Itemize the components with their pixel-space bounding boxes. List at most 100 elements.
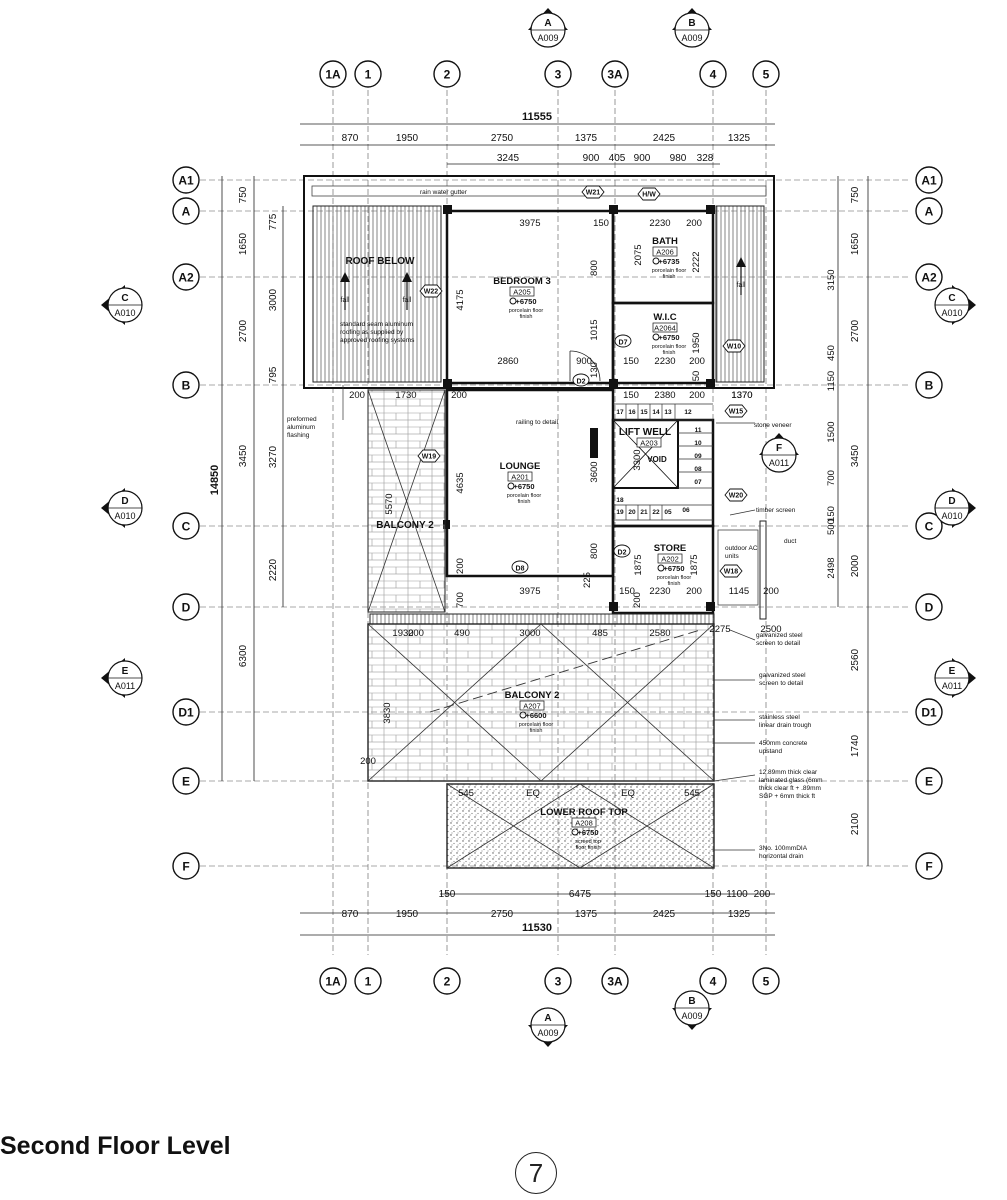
tag-d2-8: D2 bbox=[577, 379, 586, 386]
stair-step-21: 21 bbox=[640, 509, 648, 516]
dim-right1-7: 2100 bbox=[850, 812, 861, 835]
grid-row-d-left-circle bbox=[172, 593, 200, 621]
walls bbox=[445, 209, 715, 615]
drawing-title: Second Floor Level bbox=[0, 1132, 231, 1160]
dim-right1-2: 2700 bbox=[850, 319, 861, 342]
grid-row-a-left: A bbox=[182, 205, 191, 219]
grid-row-a1-left: A1 bbox=[178, 174, 194, 188]
dim-interior-22: 200 bbox=[349, 390, 365, 401]
grid-col-5-top-circle bbox=[752, 60, 780, 88]
grid-col-1-top: 1 bbox=[365, 68, 372, 82]
roof-hatch-left bbox=[312, 205, 442, 383]
dim-interior-47: 2580 bbox=[649, 628, 670, 639]
grid-row-a2-left: A2 bbox=[178, 271, 194, 285]
dim-interior-44: 490 bbox=[454, 628, 470, 639]
dim-interior-35: 2230 bbox=[649, 586, 670, 597]
room-store-level: +6750 bbox=[663, 564, 684, 573]
dim-top-5: 1325 bbox=[728, 133, 751, 144]
room-lower-roof-tag: A208 bbox=[575, 819, 593, 828]
dim-right2-6: 500 bbox=[826, 519, 837, 535]
section-a-bottom-ref: A009 bbox=[537, 1028, 558, 1038]
dim-bottom-0: 870 bbox=[342, 909, 359, 920]
dim-top-1: 1950 bbox=[396, 133, 419, 144]
door-tag-icon bbox=[572, 373, 590, 387]
dim-interior-36: 200 bbox=[686, 586, 702, 597]
tag-d7-9: D7 bbox=[619, 340, 628, 347]
stair-step-15: 15 bbox=[640, 409, 648, 416]
room-balcony-lower-name: BALCONY 2 bbox=[505, 690, 560, 701]
grid-row-e-left: E bbox=[182, 775, 190, 789]
dim-interior-20: 200 bbox=[689, 390, 705, 401]
window-tag-icon bbox=[417, 449, 441, 463]
stair-step-06: 06 bbox=[682, 507, 690, 514]
grid-row-a1-left-circle bbox=[172, 166, 200, 194]
grid-col-1a-top: 1A bbox=[325, 68, 341, 82]
dim-interior-40: 225 bbox=[582, 572, 593, 588]
grid-row-d1-left-circle bbox=[172, 698, 200, 726]
room-bedroom-3-name: BEDROOM 3 bbox=[493, 276, 551, 287]
fall-label-0: fall bbox=[341, 297, 350, 304]
room-balcony-upper: BALCONY 2 bbox=[376, 520, 434, 531]
grid-col-4-top: 4 bbox=[710, 68, 717, 82]
door-tag-icon bbox=[614, 334, 632, 348]
section-b-top-letter: B bbox=[688, 18, 695, 29]
stair-step-22: 22 bbox=[652, 509, 660, 516]
dim-right1-3: 3450 bbox=[850, 444, 861, 467]
grid-row-a1-right: A1 bbox=[921, 174, 937, 188]
dim-overall-top: 11555 bbox=[522, 111, 552, 123]
grid-row-e-right: E bbox=[925, 775, 933, 789]
grid-row-f-right: F bbox=[925, 860, 932, 874]
dim-left2-0: 775 bbox=[268, 213, 279, 230]
grid-col-3-bottom-circle bbox=[544, 967, 572, 995]
dim-interior-54: 2275 bbox=[709, 624, 730, 635]
door-tag-icon bbox=[613, 544, 631, 558]
tag-d2-11: D2 bbox=[618, 550, 627, 557]
room-wic-tag: A2064 bbox=[654, 324, 676, 333]
dim-interior-9: 130 bbox=[589, 362, 600, 378]
window-tag-icon bbox=[419, 284, 443, 298]
level-icon bbox=[657, 564, 665, 572]
door-tag-icon bbox=[511, 560, 529, 574]
grid-row-b-left: B bbox=[182, 379, 191, 393]
dim-left2-2: 795 bbox=[268, 366, 279, 383]
grid-row-d1-right: D1 bbox=[921, 706, 937, 720]
dim-interior-27: 3300 bbox=[632, 449, 643, 470]
room-lift-tag: A203 bbox=[640, 439, 658, 448]
grid-row-e-left-circle bbox=[172, 767, 200, 795]
window-tag-icon bbox=[719, 564, 743, 578]
stair-step-12: 12 bbox=[684, 409, 692, 416]
section-e-right-letter: E bbox=[949, 666, 956, 677]
level-icon bbox=[571, 828, 579, 836]
grid-col-2-top: 2 bbox=[444, 68, 451, 82]
grid-col-3-top: 3 bbox=[555, 68, 562, 82]
grid-row-c-left: C bbox=[182, 520, 191, 534]
fall-label-1: fall bbox=[403, 297, 412, 304]
grid-col-5-bottom-circle bbox=[752, 967, 780, 995]
dim-right2-2: 1150 bbox=[826, 371, 837, 391]
stair-step-08: 08 bbox=[694, 466, 702, 473]
grid-col-2-top-circle bbox=[433, 60, 461, 88]
dim-top2-3: 900 bbox=[634, 153, 651, 164]
dim-interior-33: 1875 bbox=[689, 554, 700, 575]
dim-interior-5: 2222 bbox=[691, 251, 702, 272]
fall-arrow-icon bbox=[340, 272, 350, 282]
stair-step-13: 13 bbox=[664, 409, 672, 416]
stair-step-14: 14 bbox=[652, 409, 660, 416]
tag-w20-6: W20 bbox=[729, 493, 744, 500]
dim-interior-41: 200 bbox=[632, 592, 643, 608]
dim-interior-32: 1875 bbox=[633, 554, 644, 575]
grid-col-1a-bottom-circle bbox=[319, 967, 347, 995]
room-balcony-lower-level: +6600 bbox=[525, 711, 546, 720]
stair-step-16: 16 bbox=[628, 409, 636, 416]
grid-col-2-bottom-circle bbox=[433, 967, 461, 995]
dim-right2-5: 150 bbox=[826, 506, 837, 522]
grid-row-f-left: F bbox=[182, 860, 189, 874]
